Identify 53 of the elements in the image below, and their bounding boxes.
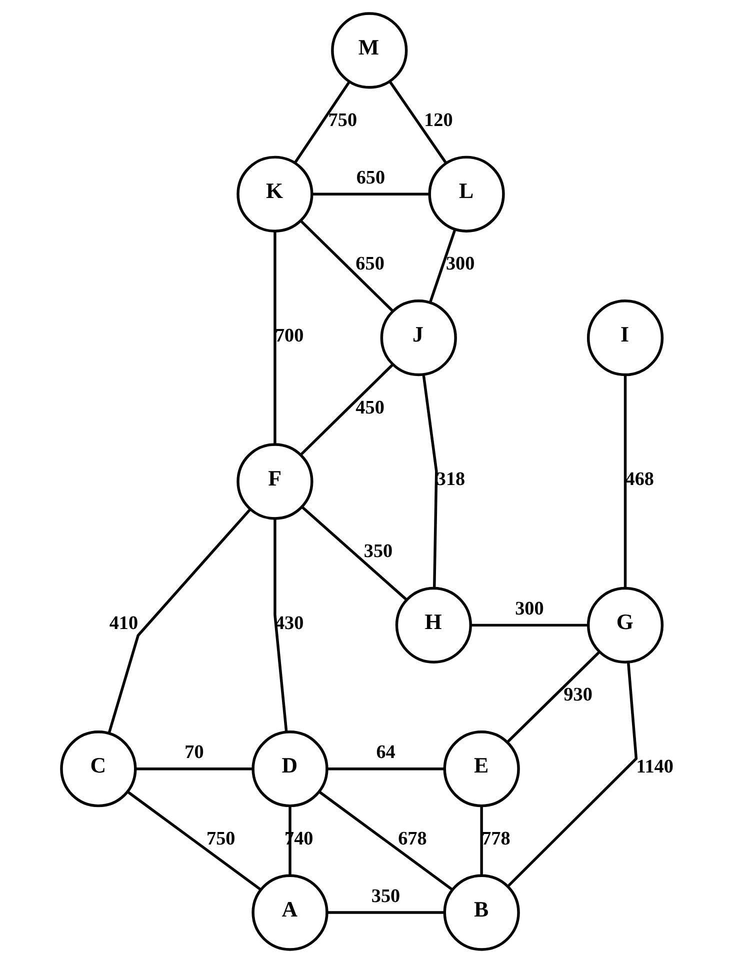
node-circle: B [443, 874, 520, 951]
node-circle: I [586, 300, 664, 376]
node-circle: D [252, 730, 328, 808]
connector [388, 80, 448, 164]
edge-label: 750 [328, 110, 358, 131]
edge-label: 350 [364, 541, 393, 562]
node-circle: F [236, 443, 314, 520]
connector [422, 374, 438, 588]
edge-label: 650 [356, 254, 384, 275]
edge-label: 64 [376, 742, 396, 764]
edge-label: 300 [515, 598, 544, 620]
node-circle: E [443, 730, 520, 808]
edge-label: 430 [274, 612, 304, 634]
edge-label: 1140 [636, 756, 674, 778]
connector [136, 768, 253, 770]
connector [318, 790, 454, 891]
edge-label: 300 [446, 254, 475, 275]
node-circle: K [236, 156, 314, 232]
node-circle: G [586, 586, 664, 664]
edge-label: 678 [398, 828, 427, 850]
connector [327, 911, 444, 914]
edge-label: 650 [356, 167, 386, 188]
connector [480, 806, 483, 876]
connector [506, 662, 638, 888]
edge-label: 318 [436, 469, 466, 490]
node-circle: A [252, 874, 328, 951]
edge-label: 410 [109, 612, 138, 634]
connector [327, 768, 444, 770]
edge-label: 350 [371, 886, 400, 907]
connector [274, 231, 276, 444]
edge-label: 468 [625, 469, 654, 490]
connector [301, 506, 408, 600]
node-circle: C [60, 730, 137, 808]
connector [312, 192, 430, 196]
connector [300, 363, 394, 456]
edge-label: 930 [564, 684, 592, 706]
connector [428, 228, 456, 303]
edge-label: 750 [206, 828, 236, 850]
node-circle: J [380, 300, 457, 376]
connector [294, 80, 350, 164]
connector [471, 624, 588, 627]
node-circle: M [331, 12, 408, 89]
edge-label: 120 [424, 110, 453, 131]
connector [126, 790, 262, 891]
edge-label: 70 [184, 742, 204, 764]
connector [274, 518, 288, 732]
node-circle: L [428, 156, 505, 232]
connector [624, 374, 627, 588]
node-circle: H [395, 586, 472, 664]
edge-label: 450 [356, 397, 384, 418]
connector [506, 650, 601, 744]
connector [108, 508, 252, 734]
connector [300, 220, 394, 312]
